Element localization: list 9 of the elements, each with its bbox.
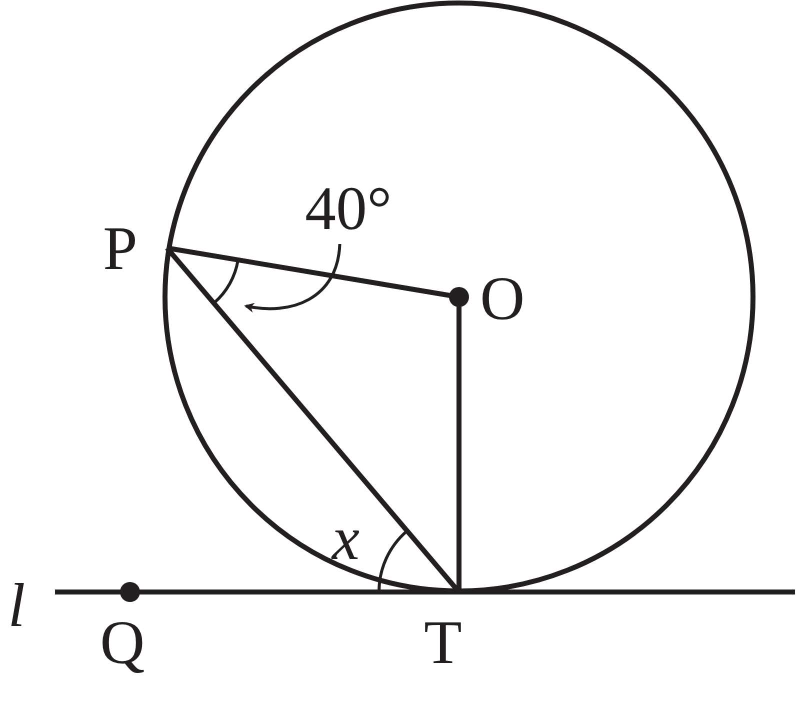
point-label: O bbox=[480, 268, 525, 330]
angle-arc bbox=[212, 260, 240, 304]
angle-label: x bbox=[332, 508, 360, 570]
line-label: l bbox=[8, 575, 26, 637]
angle-label: 40° bbox=[305, 178, 392, 240]
point-label: T bbox=[424, 612, 462, 674]
point-label: Q bbox=[100, 612, 145, 674]
point-label: P bbox=[103, 218, 138, 280]
leader-arrow bbox=[244, 244, 342, 312]
